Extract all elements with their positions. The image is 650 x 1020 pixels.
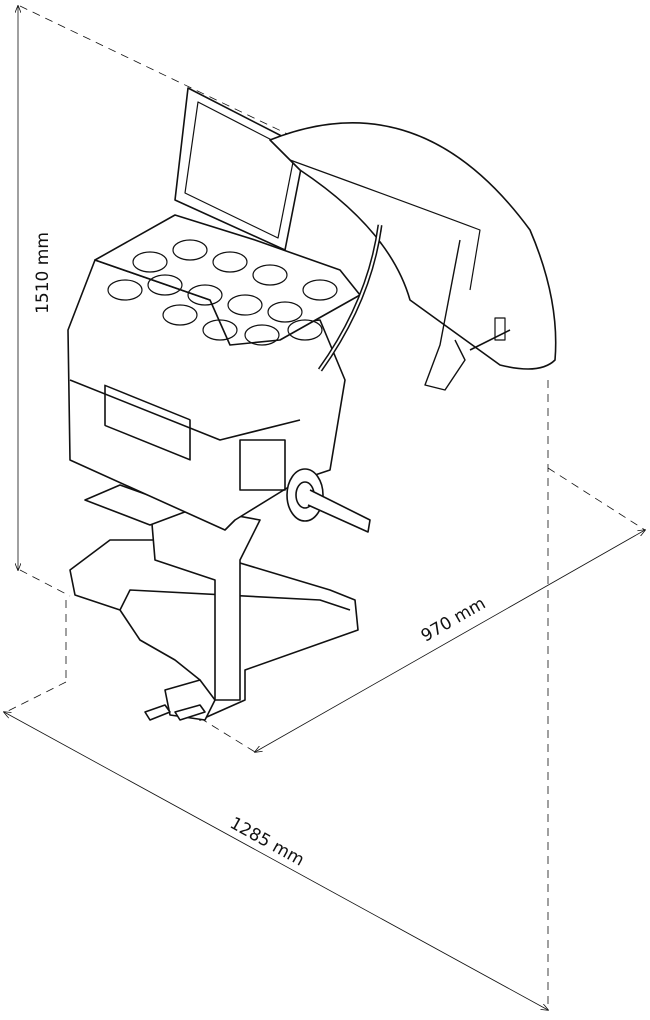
weight-compartments — [107, 239, 338, 346]
height-dimension-label: 1510 mm — [32, 232, 53, 314]
shaft — [307, 489, 371, 533]
wheel-guard — [269, 122, 557, 370]
wheel-balancer — [67, 87, 557, 721]
pedestal — [149, 499, 261, 701]
monitor — [174, 87, 306, 251]
guard-handle — [424, 239, 466, 391]
front-panel — [104, 384, 191, 461]
dimension-lines — [4, 6, 645, 1010]
width-dimension-line — [4, 712, 548, 1010]
spindle-housing — [239, 439, 286, 491]
